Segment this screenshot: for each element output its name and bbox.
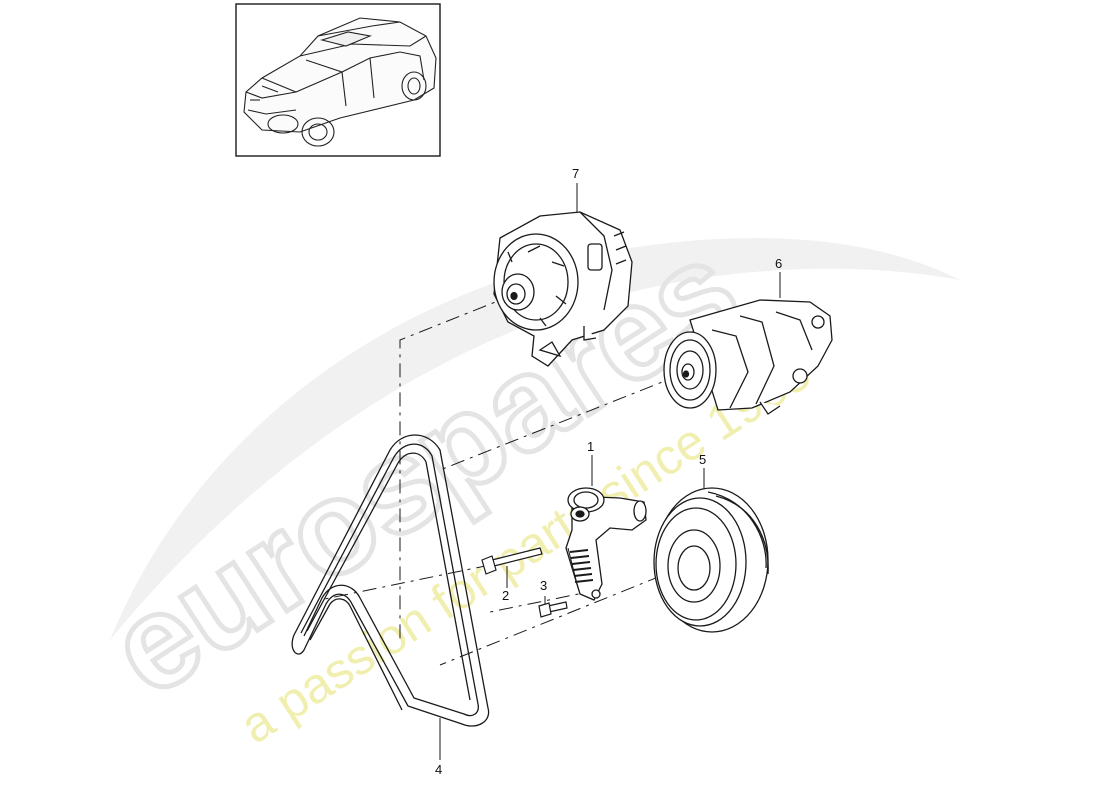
- belt-tensioner: [565, 487, 647, 601]
- tensioner-spring: [569, 549, 594, 583]
- vehicle-thumbnail: [235, 3, 441, 157]
- long-bolt: [481, 547, 543, 575]
- callout-6: 6: [775, 256, 782, 271]
- callout-7: 7: [572, 166, 579, 181]
- dash-tensioner: [489, 589, 599, 613]
- callout-4: 4: [435, 762, 442, 777]
- guide-lines: [319, 183, 781, 760]
- dash-compressor: [439, 374, 681, 471]
- suv-icon: [243, 17, 437, 147]
- callout-5: 5: [699, 452, 706, 467]
- callout-2: 2: [502, 588, 509, 603]
- callout-1: 1: [587, 439, 594, 454]
- short-bolt: [538, 601, 568, 618]
- poly-v-belt: [291, 434, 490, 727]
- callout-labels: 7 6 1 5 2 3 4: [435, 166, 782, 777]
- crankshaft-pulley: [653, 487, 769, 633]
- callout-3: 3: [540, 578, 547, 593]
- ac-compressor: [663, 299, 833, 415]
- dash-alternator: [399, 294, 514, 640]
- alternator: [493, 211, 633, 367]
